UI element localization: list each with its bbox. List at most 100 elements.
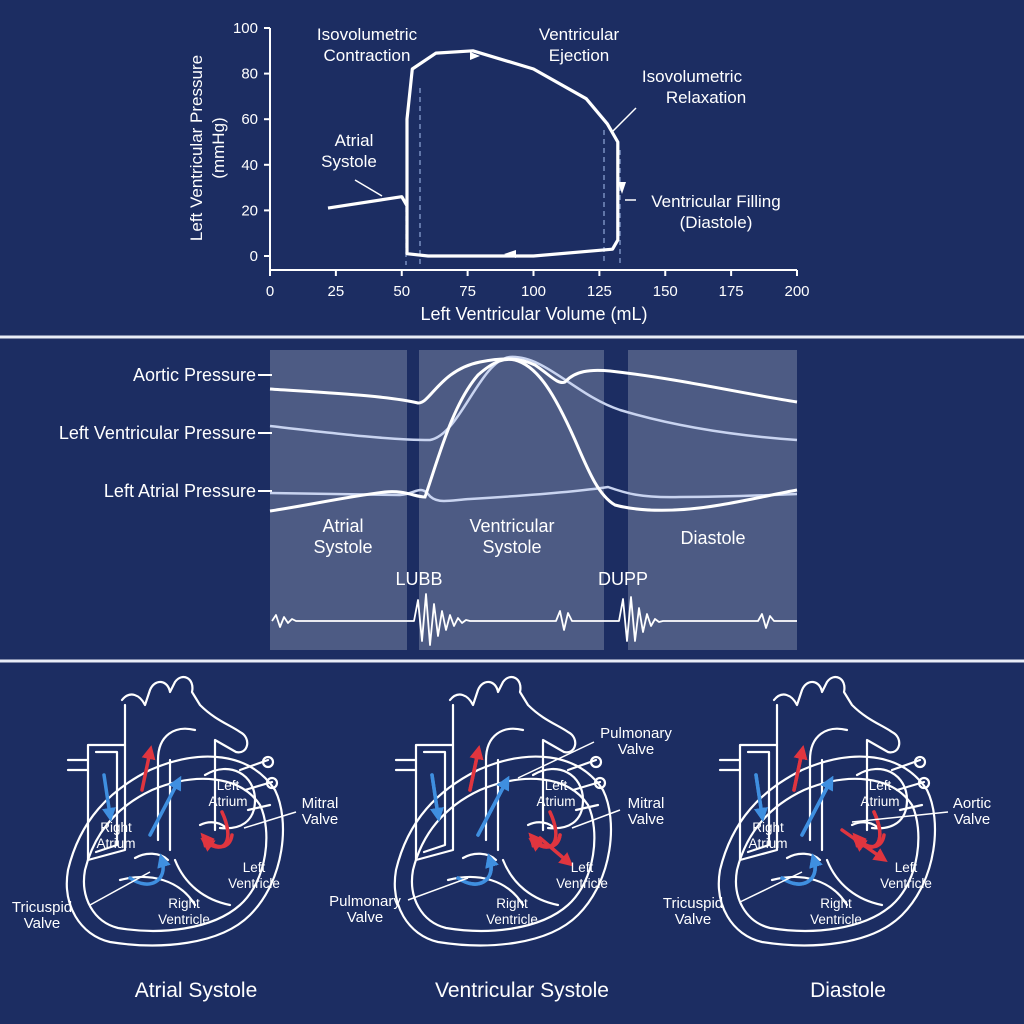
- oxygenated-flow-arrow: [840, 828, 888, 863]
- ventricular-septum: [825, 858, 884, 907]
- x-tick-label: 175: [719, 283, 744, 300]
- x-tick-label: 125: [587, 283, 612, 300]
- la-pressure-label: Left Atrial Pressure: [104, 481, 256, 501]
- heart-sound-lubb: LUBB: [395, 569, 442, 589]
- ventricular-septum: [501, 858, 560, 907]
- aortic-arch: [448, 675, 577, 832]
- callout-leader: [407, 877, 469, 901]
- callout-leader: [243, 811, 297, 829]
- pv-loop-curve: [327, 49, 620, 258]
- annotation-leader: [611, 107, 637, 133]
- phase-label-diastole: Diastole: [680, 528, 745, 548]
- ventricular-septum: [173, 858, 232, 907]
- lv-baseline-curve: [269, 355, 798, 442]
- pulmonary-trunk: [808, 727, 849, 842]
- x-tick-label: 200: [784, 283, 809, 300]
- x-tick-label: 75: [459, 283, 476, 300]
- aortic-pressure-curve: [269, 357, 798, 405]
- vessel-opening: [589, 755, 603, 769]
- heart-diagram-caption: Ventricular Systole: [435, 979, 609, 1002]
- heart-inner-outline: [82, 777, 268, 932]
- vessel-opening: [265, 776, 279, 790]
- loop-direction-arrow: [618, 182, 626, 194]
- x-tick-label: 50: [393, 283, 410, 300]
- heart-diagram-caption: Diastole: [810, 979, 886, 1002]
- heart-sound-dupp: DUPP: [598, 569, 648, 589]
- ventricular-filling-label: Ventricular Filling(Diastole): [651, 192, 780, 232]
- deoxygenated-flow-arrow: [800, 775, 834, 837]
- x-tick-label: 25: [328, 283, 345, 300]
- deoxygenated-flow-arrow: [102, 773, 116, 822]
- deoxygenated-flow-arrow: [148, 775, 182, 837]
- deoxygenated-flow-arrow: [128, 853, 171, 886]
- aorta-wall: [775, 703, 824, 852]
- left-atrium-wall: [203, 767, 257, 830]
- oxygenated-flow-arrow: [468, 745, 484, 792]
- callout-leader: [851, 811, 949, 823]
- oxygenated-flow-arrow: [538, 836, 574, 867]
- left-atrium-wall: [855, 767, 909, 830]
- heart-outline: [393, 755, 613, 947]
- aorta-wall: [123, 703, 172, 852]
- heart-outline: [65, 755, 285, 947]
- y-tick-label: 20: [241, 202, 258, 219]
- loop-direction-arrow: [504, 250, 516, 258]
- heart-diagram-atrial-systole: [65, 675, 285, 947]
- vena-cava: [414, 743, 455, 862]
- aortic-arch: [120, 675, 249, 832]
- heart-inner-outline: [734, 777, 920, 932]
- heart-diagram-caption: Atrial Systole: [135, 979, 258, 1002]
- aorta-wall: [451, 703, 500, 852]
- aortic-arch: [772, 675, 901, 832]
- deoxygenated-flow-arrow: [430, 773, 444, 822]
- phonocardiogram-trace: [271, 593, 797, 646]
- vessel-opening: [913, 755, 927, 769]
- oxygenated-flow-arrow: [528, 832, 562, 849]
- y-tick-label: 100: [233, 20, 258, 37]
- callout-leader: [571, 809, 621, 829]
- y-tick-label: 60: [241, 111, 258, 128]
- oxygenated-flow-arrow: [140, 745, 156, 792]
- y-tick-label: 40: [241, 157, 258, 174]
- deoxygenated-flow-arrow: [780, 853, 823, 886]
- pv-y-axis-label: Left Ventricular Pressure(mmHg): [187, 55, 228, 241]
- deoxygenated-flow-arrow: [476, 775, 510, 837]
- vessel-opening: [593, 776, 607, 790]
- lv-pressure-curve: [269, 357, 798, 513]
- pulmonary-trunk: [484, 727, 525, 842]
- callout-leader: [89, 871, 151, 906]
- left-atrium-wall: [531, 767, 585, 830]
- pulmonary-trunk: [156, 727, 197, 842]
- vena-cava-inner: [746, 750, 771, 854]
- pv-x-axis-label: Left Ventricular Volume (mL): [420, 304, 647, 324]
- oxygenated-flow-arrow: [200, 832, 234, 849]
- vessel-opening: [917, 776, 931, 790]
- phase-band-diastole: [628, 350, 797, 650]
- oxygenated-flow-arrow: [792, 745, 808, 792]
- heart-outline: [717, 755, 937, 947]
- callout-leader: [517, 741, 595, 779]
- vena-cava-inner: [422, 750, 447, 854]
- vessel-opening: [261, 755, 275, 769]
